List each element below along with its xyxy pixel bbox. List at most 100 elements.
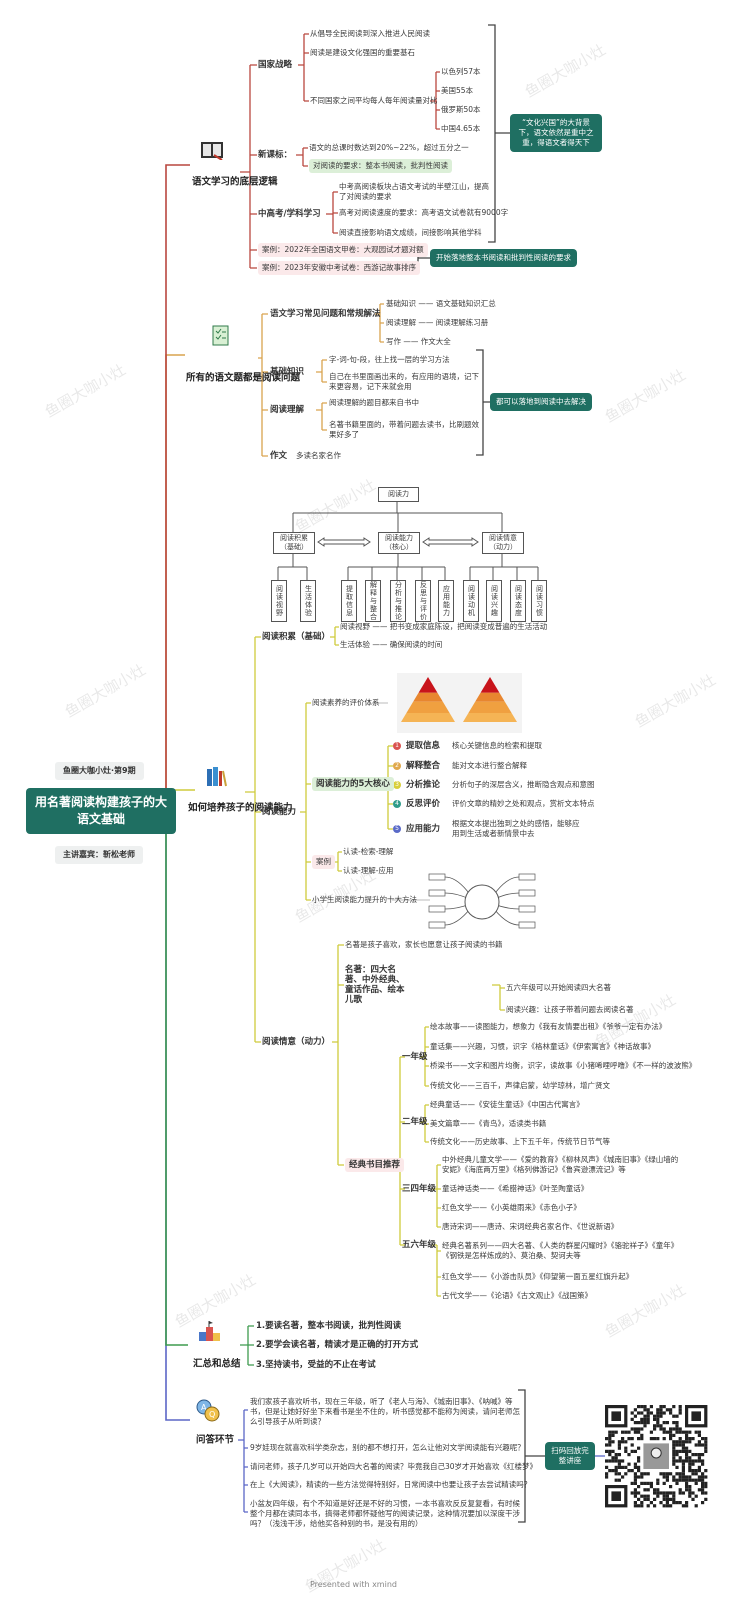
- connector-line: [332, 944, 344, 1166]
- node-text: 阅读理解的题目都来自书中: [329, 398, 419, 407]
- node-text: 不同国家之间平均每人每年阅读量对比: [310, 96, 438, 105]
- core-desc: 能对文本进行整合解释: [452, 761, 527, 770]
- checklist-icon: [212, 325, 230, 351]
- branch-reading-comprehension[interactable]: 阅读理解: [270, 405, 305, 415]
- book-item: 童话集——兴趣，习惯，识字《格林童话》《伊索寓言》《神话故事》: [430, 1042, 655, 1051]
- topic-all-questions-reading[interactable]: 所有的语文题都是阅读问题: [186, 372, 301, 384]
- topic-cultivate-reading[interactable]: 如何培养孩子的阅读能力: [188, 802, 293, 814]
- core-name: 分析推论: [406, 780, 441, 790]
- book-item: 红色文学——《小游击队员》《仰望第一面五星红旗升起》: [442, 1272, 634, 1281]
- connector-line: [333, 851, 342, 872]
- ten-methods-center: [464, 884, 500, 920]
- connector-line: [296, 147, 308, 167]
- diagram-leaf-box: 应用能力: [438, 580, 454, 622]
- node-text: 生活体验 —— 确保阅读的时间: [340, 640, 443, 649]
- node-text: 3.坚持读书，受益的不止在考试: [256, 1360, 376, 1370]
- connector-line: [245, 636, 261, 1043]
- double-arrow: [422, 537, 479, 547]
- branch-reading-affect[interactable]: 阅读情意（动力）: [262, 1037, 331, 1047]
- node-text: 9岁娃现在就喜欢科学类杂志，别的都不想打开，怎么让他对文学阅读能有兴趣呢？: [250, 1443, 525, 1452]
- svg-text:A: A: [201, 1403, 207, 1412]
- node-text: 案例: [312, 855, 335, 869]
- qr-code[interactable]: [605, 1405, 708, 1508]
- book-item: 美文篇章——《青鸟》，适读类书籍: [430, 1119, 547, 1128]
- node-text: 认读-检索-理解: [343, 847, 394, 856]
- branch-writing[interactable]: 作文: [270, 451, 288, 461]
- diagram-top-box: 阅读力: [378, 487, 419, 502]
- node-text: 在上《大阅读》，精读的一些方法觉得特别好，日常阅读中也要让孩子去尝试精读吗？: [250, 1480, 532, 1489]
- node-text: 小盆友四年级，有个不知道是好还是不好的习惯，一本书喜欢反反复复看，有时候整个月都…: [250, 1499, 520, 1528]
- ten-methods-box: [428, 873, 446, 881]
- topic-reading-logic[interactable]: 语文学习的底层逻辑: [192, 176, 278, 188]
- connector-line: [258, 313, 268, 457]
- core-desc: 核心关键信息的检索和提取: [452, 741, 542, 750]
- node-text: 高考对阅读速度的要求：高考语文试卷就有9000字: [339, 208, 509, 217]
- book-item: 唐诗宋词——唐诗、宋词经典名家名作、《世说新语》: [442, 1222, 619, 1231]
- branch-basic-knowledge[interactable]: 基础知识: [270, 367, 305, 377]
- connector-line: [432, 1244, 441, 1297]
- ten-methods-box: [428, 921, 446, 929]
- diagram-leaf-box: 提取信息: [341, 580, 357, 622]
- diagram-mid-box: 阅读情意（动力）: [482, 532, 524, 554]
- connector-line: [420, 1104, 429, 1143]
- core-number-badge: 2: [393, 762, 401, 770]
- grade-label[interactable]: 三四年级: [402, 1184, 437, 1194]
- core-name: 提取信息: [406, 741, 441, 751]
- core-number-badge: 4: [393, 800, 401, 808]
- branch-exams[interactable]: 中高考/学科学习: [258, 209, 321, 219]
- diagram-mid-box: 阅读积累（基础）: [273, 532, 315, 554]
- book-item: 中外经典儿童文学——《爱的教育》《柳林风声》《城南旧事》《绿山墙的安妮》《海底两…: [442, 1155, 679, 1174]
- branch-common-problems[interactable]: 语文学习常见问题和常规解法: [270, 309, 381, 319]
- connector-line: [420, 1026, 429, 1087]
- branch-reading-ability[interactable]: 阅读能力: [262, 807, 297, 817]
- diagram-line: [277, 552, 308, 580]
- ten-methods-box: [428, 905, 446, 913]
- ten-methods-box: [518, 905, 536, 913]
- branch-new-curriculum[interactable]: 新课标：: [258, 150, 293, 160]
- ten-methods-box: [518, 889, 536, 897]
- book-item: 童话神话类——《希腊神话》《叶圣陶童话》: [442, 1184, 589, 1193]
- grade-label[interactable]: 一年级: [402, 1052, 428, 1062]
- connector-line: [492, 984, 505, 1011]
- qr-callout[interactable]: 扫码回放完整讲座: [545, 1442, 595, 1470]
- summary-callout: “文化兴国”的大背景下，语文依然是重中之重，得语文者得天下: [510, 114, 602, 152]
- core-desc: 根据文本提出独到之处的感悟，能够应用到生活或者新情景中去: [452, 819, 580, 838]
- core-name: 反思评价: [406, 799, 441, 809]
- node-text: 阅读视野 —— 把书变成家庭陈设，把阅读变成普遍的生活活动: [340, 622, 548, 631]
- node-text: 认读-理解-应用: [343, 866, 394, 875]
- grade-label[interactable]: 二年级: [402, 1117, 428, 1127]
- node-text: 中考高阅读板块占语文考试的半壁江山，提高了对阅读的要求: [339, 182, 489, 201]
- connector-line: [430, 71, 440, 130]
- connector-line: [238, 1409, 248, 1513]
- diagram-mid-box: 阅读能力（核心）: [378, 532, 420, 554]
- topic-qa[interactable]: 问答环节: [196, 1434, 235, 1446]
- core-number-badge: 3: [393, 781, 401, 789]
- branch-five-cores[interactable]: 阅读能力的5大核心: [312, 777, 394, 791]
- topic-summary[interactable]: 汇总和总结: [193, 1358, 241, 1370]
- book-item: 经典名著系列——四大名著、《人类的群星闪耀时》《骆驼祥子》《童年》《钢铁是怎样炼…: [442, 1241, 679, 1260]
- pyramid-chart-right: [463, 677, 517, 722]
- node-text: 2.要学会读名著，精读才是正确的打开方式: [256, 1340, 419, 1350]
- svg-text:Q: Q: [209, 1410, 215, 1419]
- core-desc: 评价文章的精妙之处和观点，赏析文本特点: [452, 799, 595, 808]
- connector-line: [316, 359, 327, 383]
- diagram-leaf-box: 反思与评价: [415, 580, 431, 622]
- node-text: 我们家孩子喜欢听书，现在三年级，听了《老人与海》、《城南旧事》、《呐喊》等书，但…: [250, 1397, 520, 1426]
- node-text: 阅读是建设文化强国的重要基石: [310, 48, 415, 57]
- double-arrow: [317, 537, 371, 547]
- grade-label[interactable]: 五六年级: [402, 1240, 437, 1250]
- core-number-badge: 1: [393, 742, 401, 750]
- case-summary-callout: 开始落地整本书阅读和批判性阅读的要求: [430, 249, 577, 267]
- summary-callout-2: 都可以落地到阅读中去解决: [490, 393, 592, 411]
- branch-reading-accumulation[interactable]: 阅读积累（基础）: [262, 632, 331, 642]
- branch-national-strategy[interactable]: 国家战略: [258, 60, 293, 70]
- root-topic[interactable]: 用名著阅读构建孩子的大语文基础: [26, 788, 176, 834]
- connector-line: [316, 402, 327, 431]
- node-text: 从倡导全民阅读到深入推进人民阅读: [310, 29, 430, 38]
- pyramid-chart-left: [401, 677, 455, 722]
- footer-credit: Presented with xmind: [310, 1580, 397, 1589]
- branch-book-list[interactable]: 经典书目推荐: [345, 1158, 405, 1172]
- diagram-leaf-box: 解释与整合: [365, 580, 381, 622]
- trunk-line: [160, 354, 185, 801]
